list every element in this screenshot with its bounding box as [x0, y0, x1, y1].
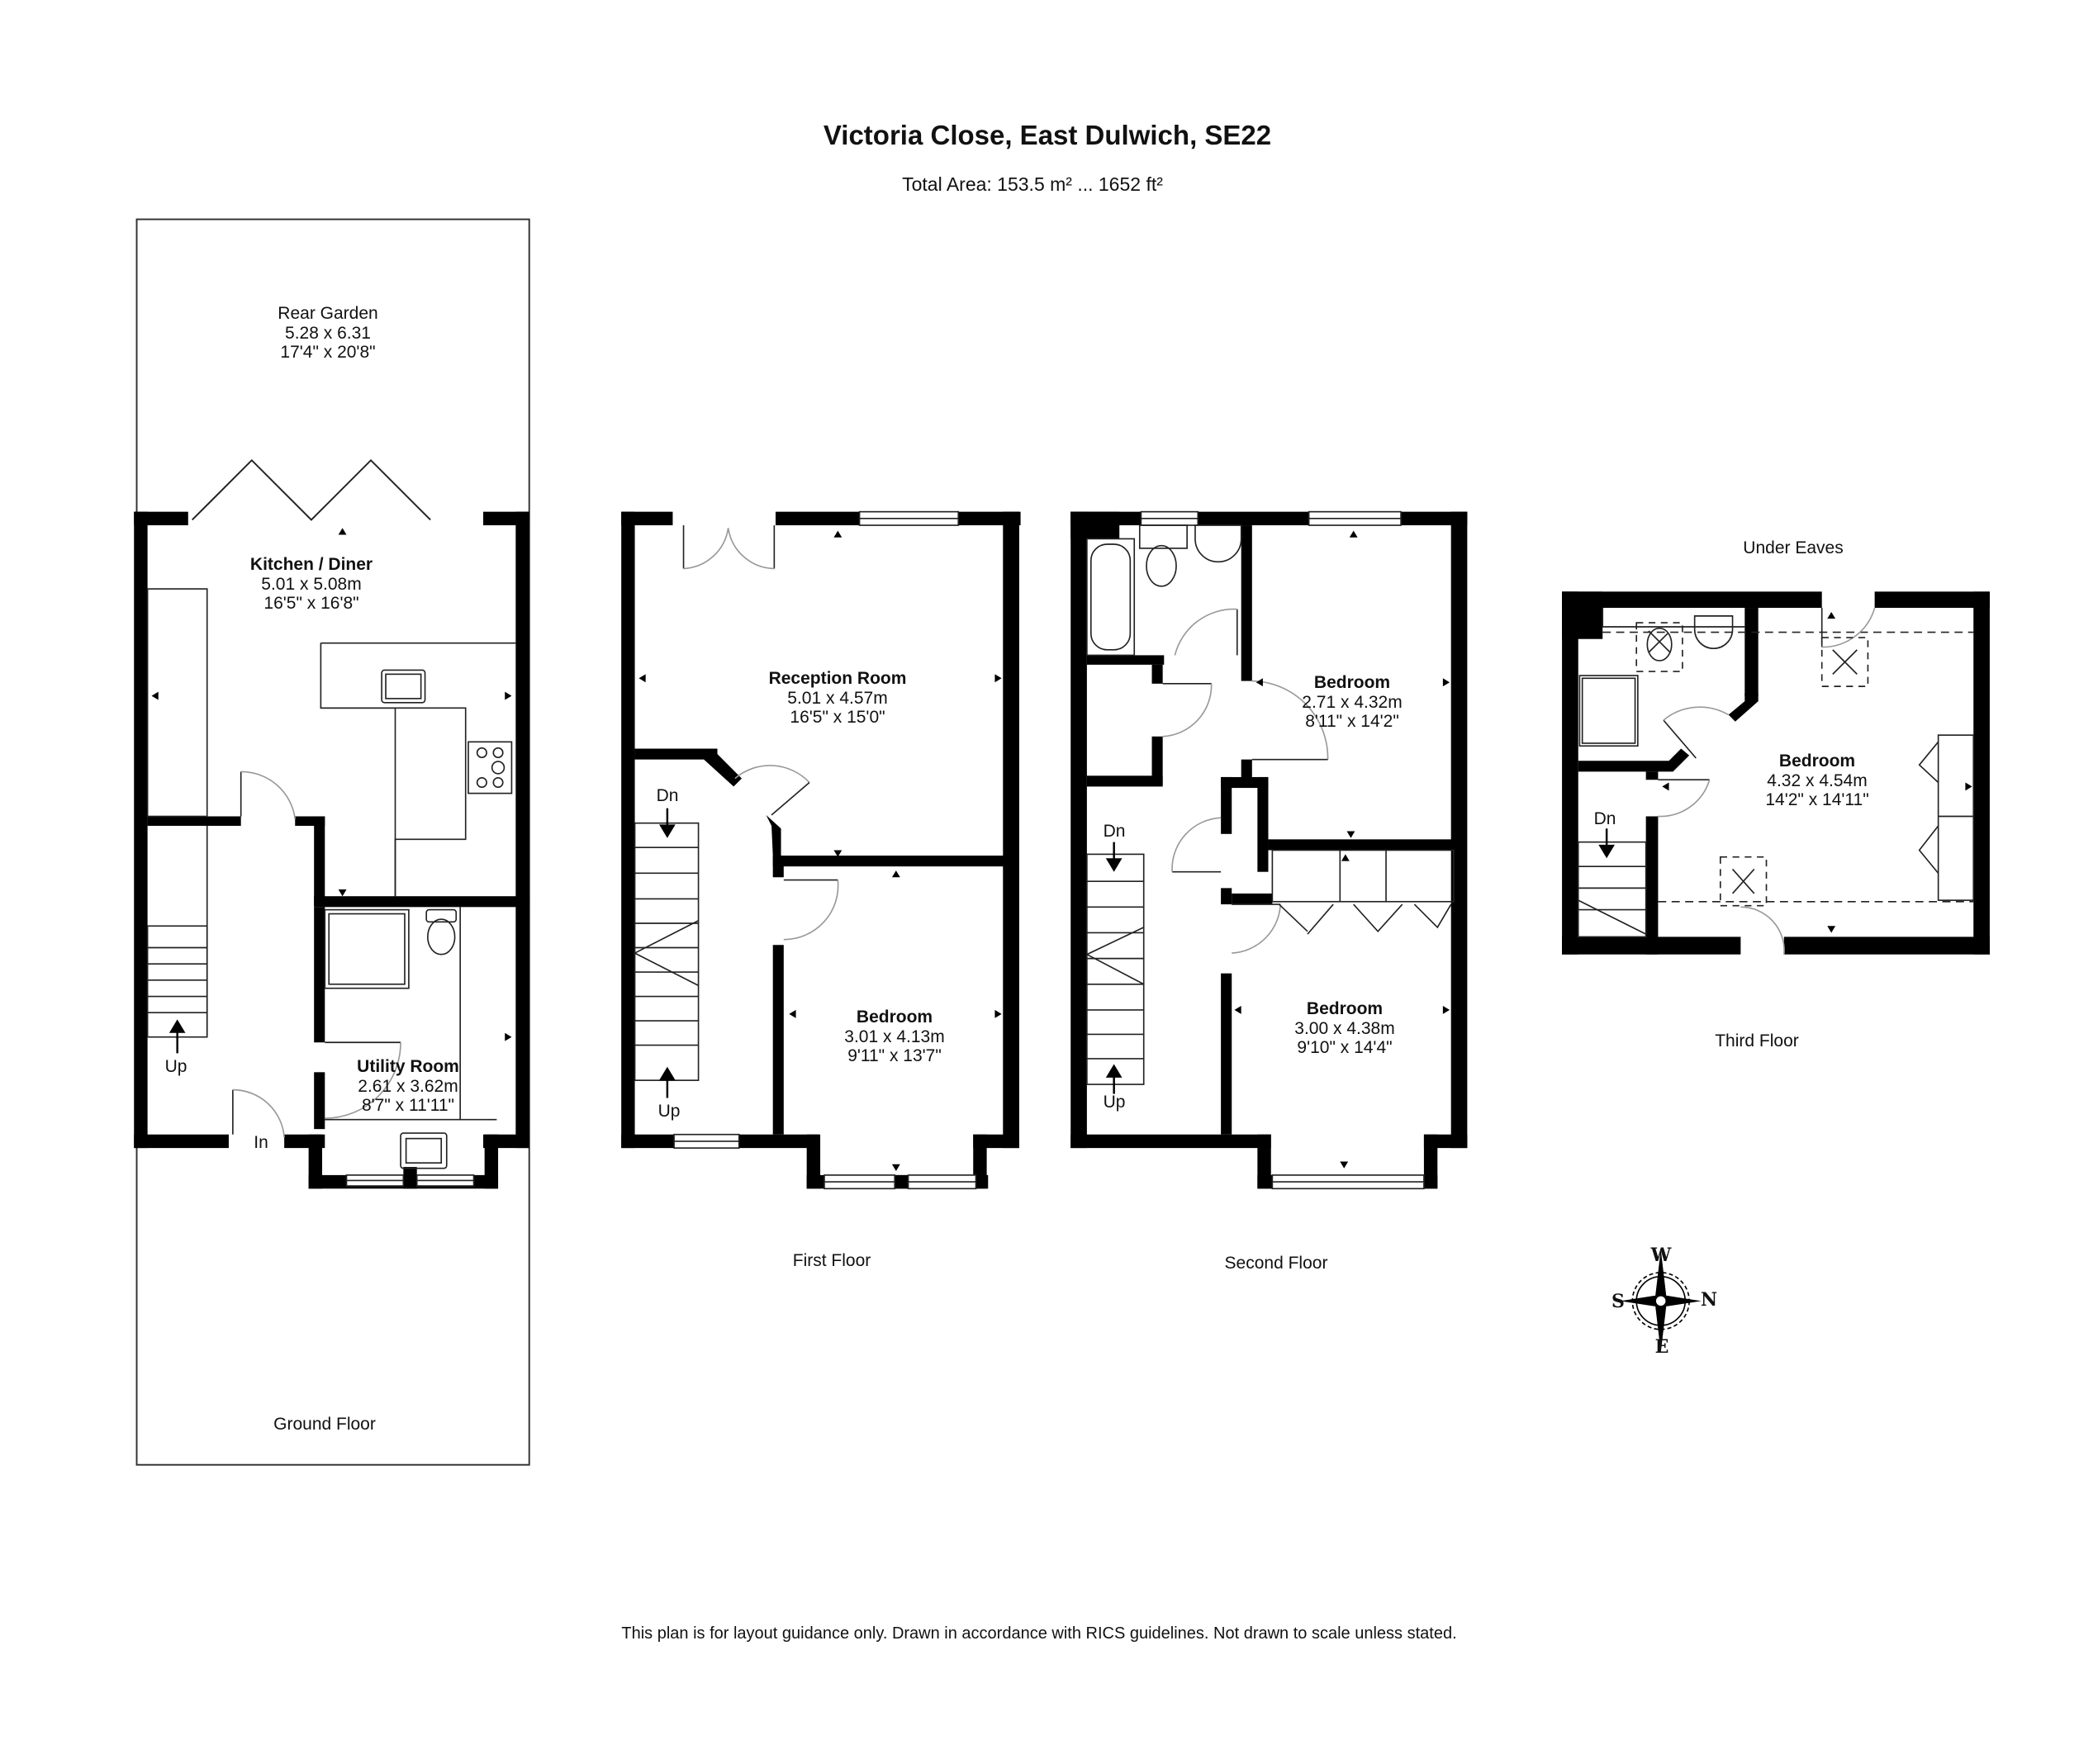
room-second-bedroom-2: Bedroom 3.00 x 4.38m 9'10" x 14'4": [1294, 999, 1395, 1058]
floor-label-ground: Ground Floor: [273, 1415, 376, 1434]
bath-icon: [1086, 538, 1136, 657]
stairs-down-label: Dn: [1103, 822, 1126, 841]
room-third-bedroom: Bedroom 4.32 x 4.54m 14'2" x 14'11": [1765, 752, 1869, 810]
floor-label-third: Third Floor: [1715, 1031, 1799, 1050]
shower-tray-icon: [1578, 675, 1639, 747]
disclaimer: This plan is for layout guidance only. D…: [621, 1624, 1457, 1643]
second-floor-plan: [1070, 510, 1468, 1190]
stairs-down-label: Dn: [1593, 809, 1616, 828]
compass-north: N: [1700, 1289, 1718, 1311]
stairs-up-label: Up: [1103, 1093, 1126, 1112]
total-area: Total Area: 153.5 m² ... 1652 ft²: [902, 173, 1163, 195]
room-reception: Reception Room 5.01 x 4.57m 16'5" x 15'0…: [768, 669, 907, 728]
stairs-up-label: Up: [164, 1057, 187, 1076]
room-utility: Utility Room 2.61 x 3.62m 8'7" x 11'11": [357, 1057, 459, 1116]
page-title: Victoria Close, East Dulwich, SE22: [823, 120, 1272, 150]
garden-boundary: [135, 218, 530, 1466]
basin-icon: [1194, 524, 1242, 563]
third-floor-plan: [1562, 591, 1990, 955]
room-first-bedroom: Bedroom 3.01 x 4.13m 9'11" x 13'7": [844, 1008, 945, 1066]
under-eaves-label: Under Eaves: [1743, 538, 1844, 557]
toilet-icon: [1138, 524, 1188, 549]
room-second-bedroom-1: Bedroom 2.71 x 4.32m 8'11" x 14'2": [1302, 673, 1403, 732]
basin-icon: [1693, 615, 1734, 649]
floor-label-second: Second Floor: [1224, 1254, 1328, 1273]
sink-icon: [381, 669, 426, 704]
room-kitchen-diner: Kitchen / Diner 5.01 x 5.08m 16'5" x 16'…: [249, 555, 373, 614]
first-floor-stairs: [633, 822, 700, 1081]
toilet-icon: [425, 908, 458, 923]
compass-south: S: [1611, 1291, 1625, 1312]
stairs-up-label: Up: [657, 1102, 681, 1121]
stairs-down-label: Dn: [656, 786, 679, 805]
utility-sink-icon: [400, 1132, 448, 1169]
kitchen-unit: [146, 588, 208, 818]
second-floor-stairs: [1085, 853, 1145, 1085]
ground-floor-plan: [134, 218, 530, 1466]
first-floor-plan: [621, 510, 1021, 1190]
skylight-icon: [1820, 637, 1869, 687]
third-floor-stairs: [1577, 841, 1647, 938]
compass-west: W: [1650, 1245, 1672, 1266]
shower-tray-icon: [324, 908, 410, 989]
bifold-door-icon: [192, 458, 431, 521]
garden-label: Rear Garden 5.28 x 6.31 17'4" x 20'8": [278, 304, 378, 363]
compass-east: E: [1654, 1336, 1669, 1358]
skylight-icon: [1635, 622, 1683, 672]
hob-icon: [468, 741, 513, 794]
entrance-label: In: [254, 1133, 268, 1152]
floor-label-first: First Floor: [792, 1251, 871, 1270]
compass-icon: [1620, 1250, 1702, 1353]
toilet-icon: [1646, 627, 1673, 662]
